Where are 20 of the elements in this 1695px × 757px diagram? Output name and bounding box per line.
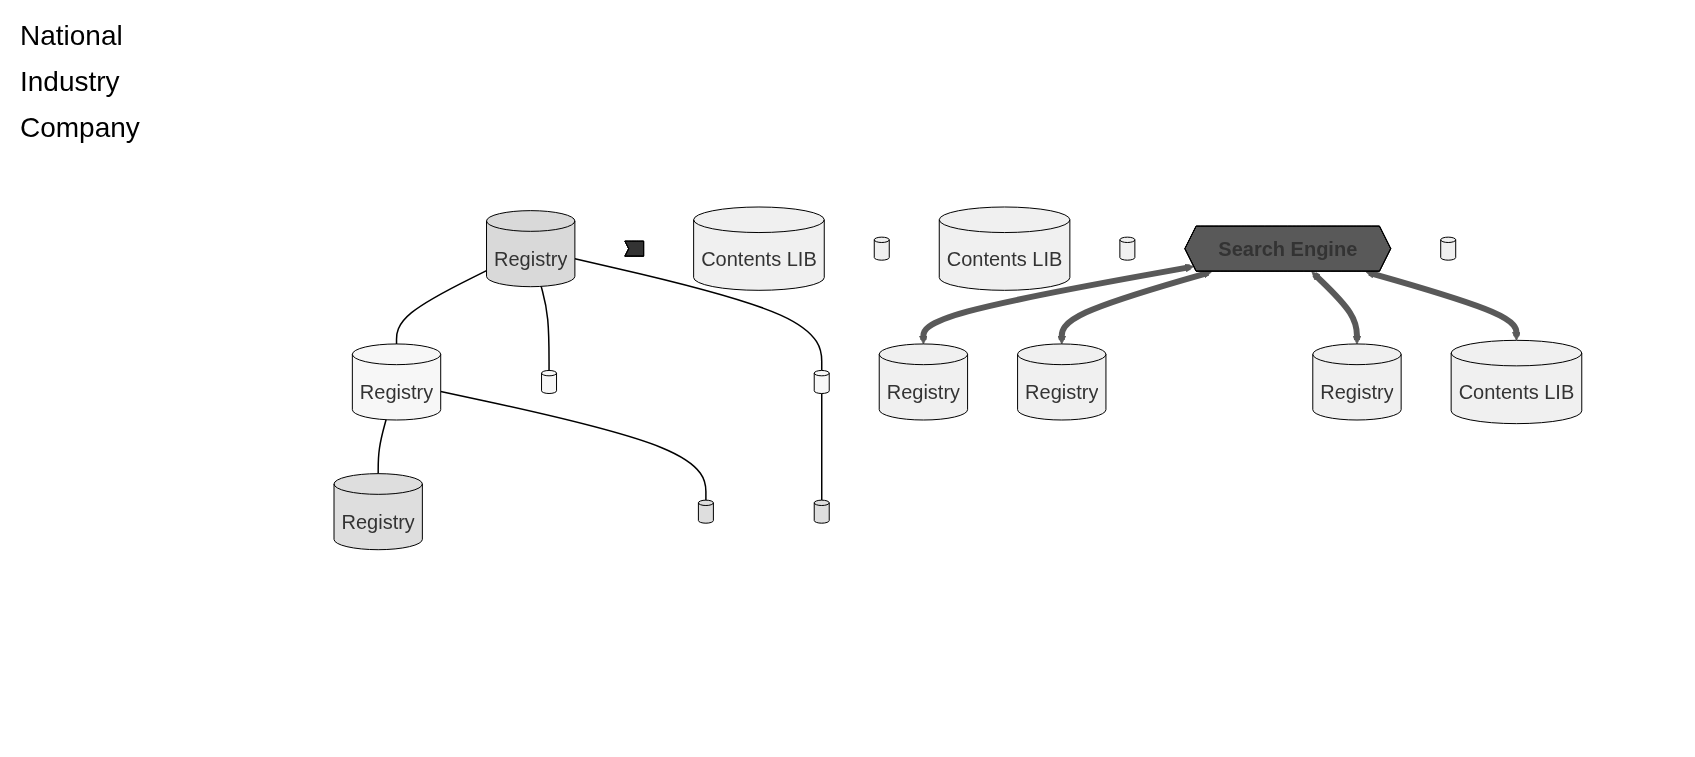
connector xyxy=(439,390,707,502)
node-cylinder xyxy=(1439,236,1456,261)
connector xyxy=(540,285,550,372)
node-cylinder xyxy=(697,499,714,524)
level-label: Industry xyxy=(20,66,121,98)
node-cylinder xyxy=(1119,236,1135,261)
node-cylinder xyxy=(540,370,557,395)
connector xyxy=(377,419,387,475)
connector xyxy=(820,392,823,502)
level-label: National xyxy=(20,20,124,52)
arrow xyxy=(1057,269,1212,345)
connector xyxy=(395,270,487,345)
node-cylinder xyxy=(813,499,830,524)
connector xyxy=(573,258,823,372)
arrow xyxy=(1365,269,1521,341)
level-label: Company xyxy=(20,112,141,144)
node-cylinder xyxy=(813,370,830,395)
arrow xyxy=(1311,271,1361,345)
node-cylinder xyxy=(873,236,890,261)
arrow xyxy=(918,263,1194,345)
